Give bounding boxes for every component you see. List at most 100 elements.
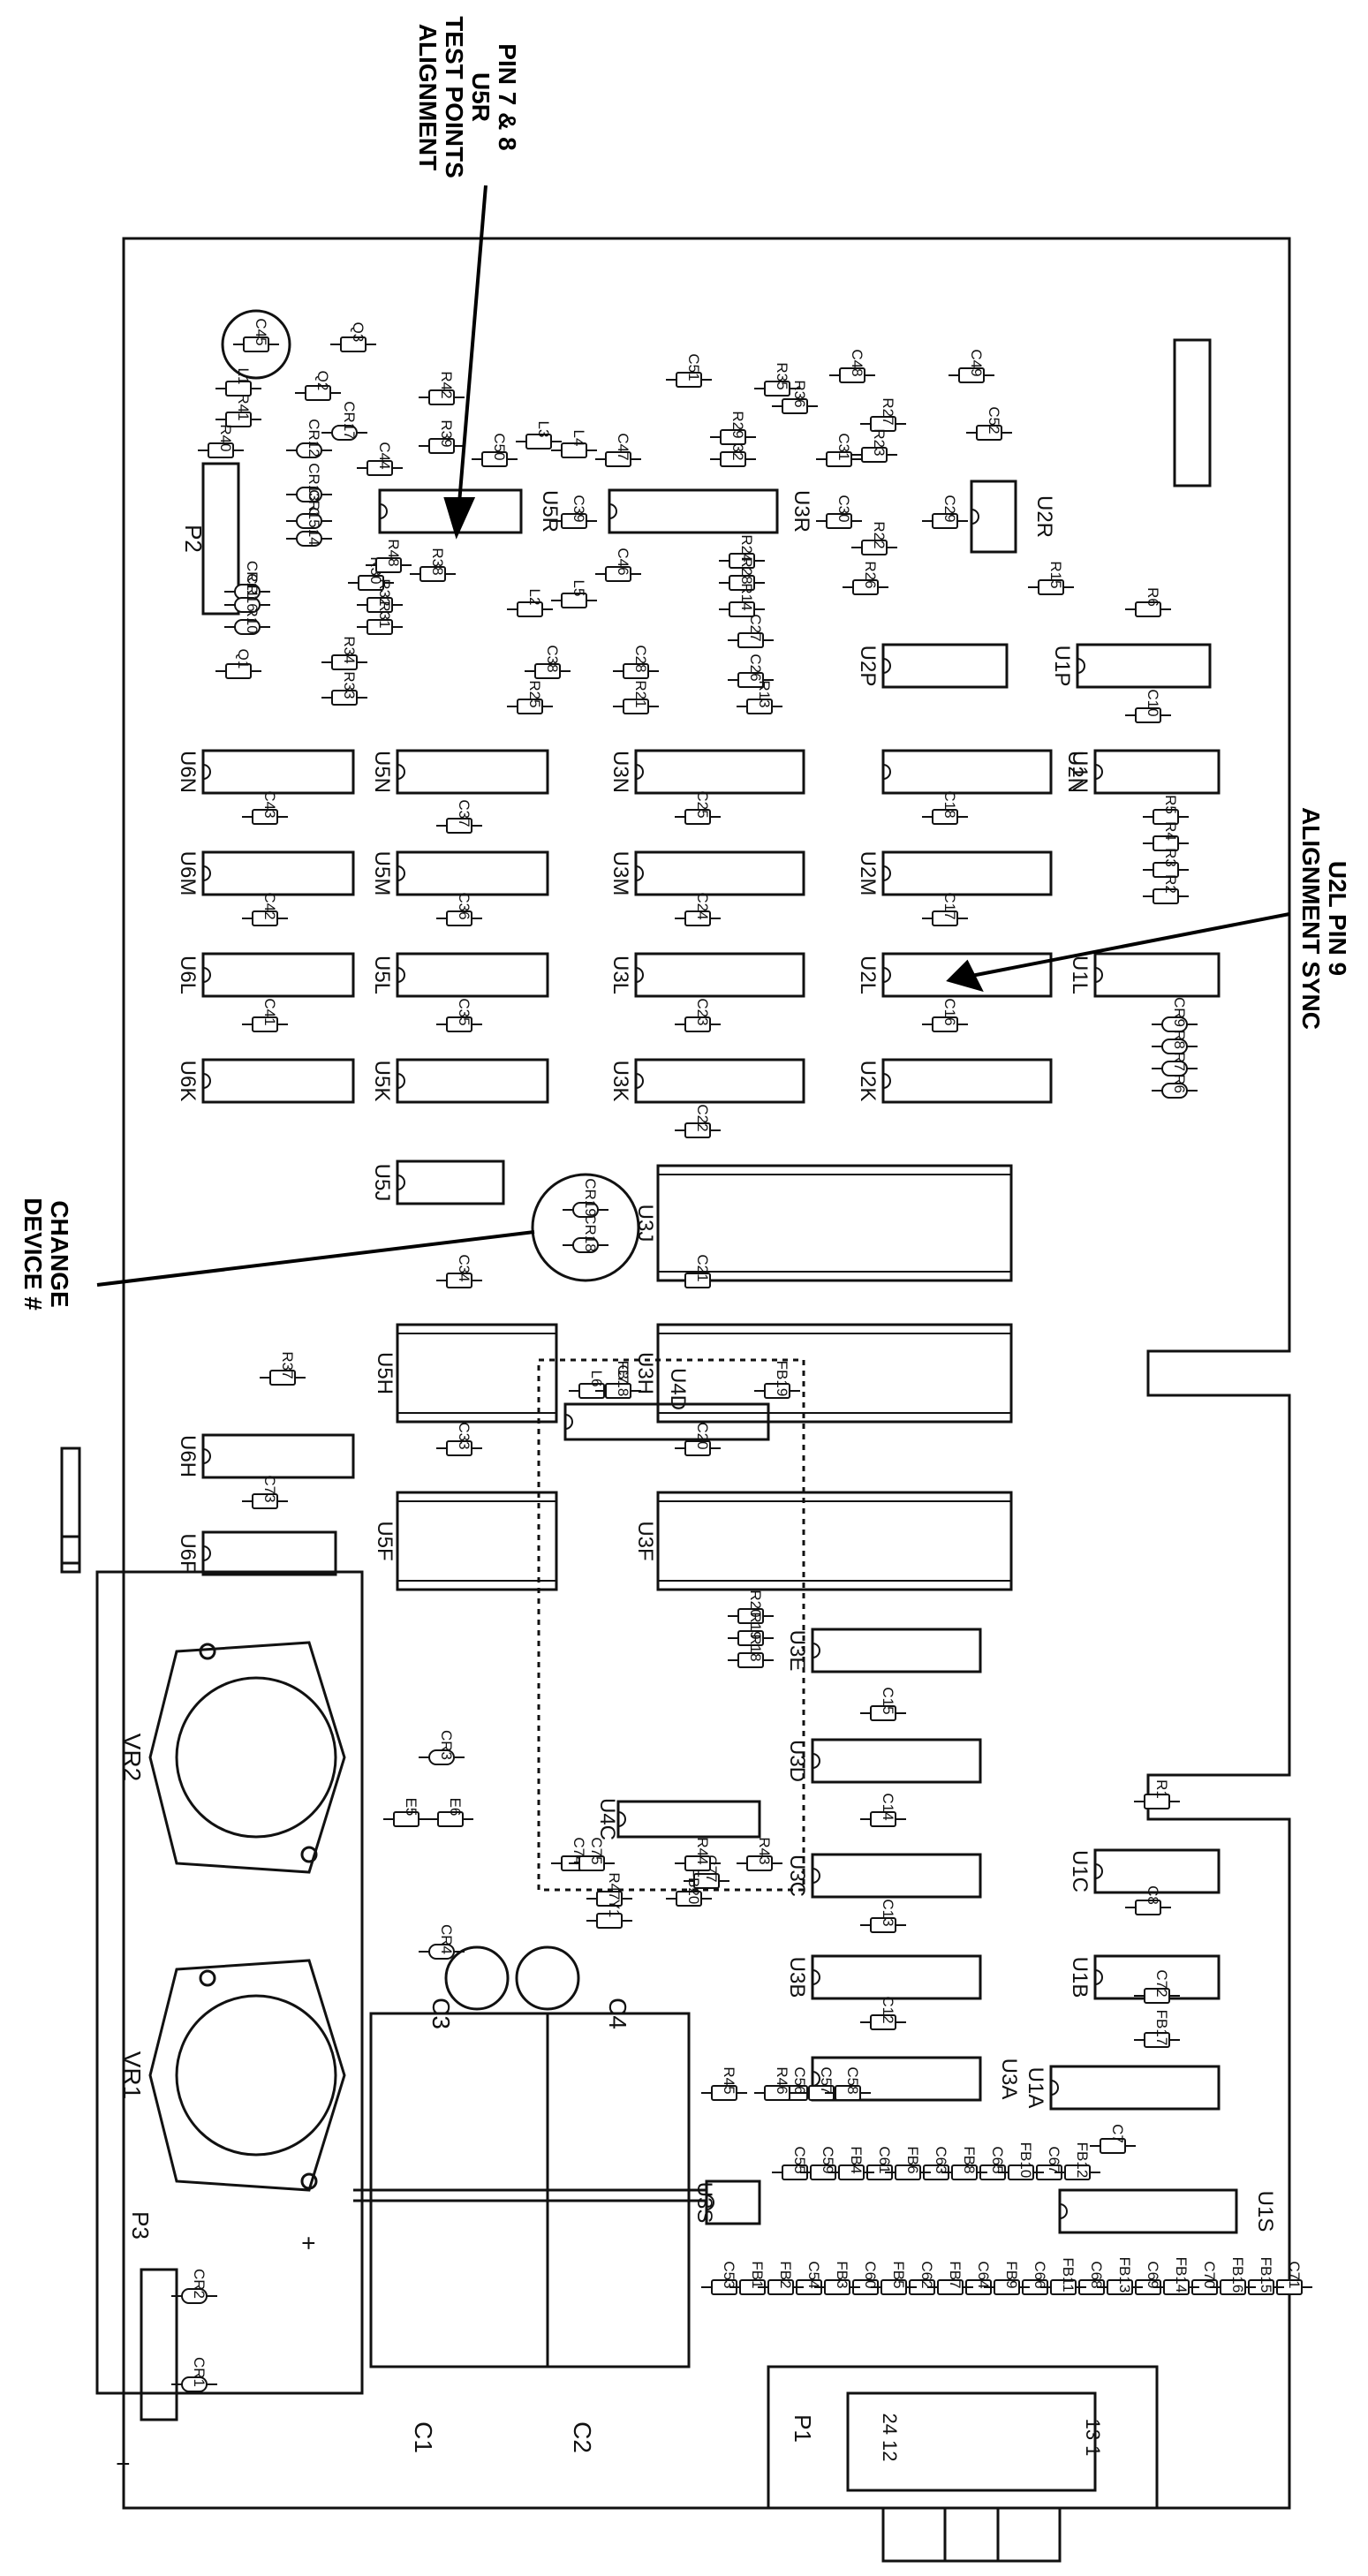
part-label: C26 [747,653,764,681]
part-label: C16 [941,998,958,1025]
part-label: C43 [261,790,278,818]
ic-u2r: U2R [970,480,1056,554]
part-r39: R39 [419,419,465,454]
part-c29: C29 [922,495,968,529]
part-label: R38 [429,548,446,575]
part-r36: R36 [772,380,818,414]
part-label: L1 [235,368,252,385]
part-c53: C53 [701,2261,747,2295]
part-label: C25 [694,790,711,818]
part-label: R35 [774,362,790,389]
callout-alignment-sync-line: ALIGNMENT SYNC [1297,807,1325,1030]
part-l3: L3 [516,421,562,449]
ic-label: U1S [1253,2191,1277,2232]
part-label: C53 [721,2261,737,2288]
part-c8: C8 [1125,1885,1171,1915]
board-label-vr2: VR2 [118,1734,146,1781]
part-label: FB13 [1116,2257,1133,2293]
part-l1: L1 [215,368,261,397]
part-fb7: FB7 [927,2261,973,2295]
part-label: FB3 [834,2261,850,2288]
ic-label: U1N [1068,751,1092,793]
ic-u3k: U3K [608,1058,805,1104]
part-c36: C36 [436,892,482,926]
ic-u3b: U3B [785,1954,982,2000]
part-label: R4 [1162,821,1179,841]
part-q2: Q2 [295,371,341,401]
part-c44: C44 [357,442,403,476]
part-label: Q1 [235,649,252,669]
ic-label: U1A [1024,2067,1047,2109]
part-label: L5 [571,580,587,597]
part-c18: C18 [922,790,968,825]
part-cr15: CR15 [286,489,332,529]
part-label: FB1 [749,2261,766,2288]
part-label: C10 [1145,689,1161,716]
ic-u4c: U4C [595,1798,761,1840]
part-label: FB20 [685,1869,702,1905]
part-label: C64 [975,2261,992,2288]
callout-device-change-line: DEVICE # [19,1197,47,1311]
ic-label: U5R [538,490,562,533]
ic-label: U6N [176,751,200,793]
ic-label: U3K [608,1061,632,1102]
part-label: C38 [544,645,561,672]
part-fb16: FB16 [1210,2257,1256,2295]
part-c10: C10 [1125,689,1171,723]
part-label: R36 [791,380,808,407]
part-c20: C20 [675,1422,721,1456]
ic-label: U1P [1050,646,1074,687]
part-label: R22 [871,521,888,548]
ic-u6n: U6N [176,749,355,795]
part-label: R23 [871,428,888,456]
ic-u5l: U5L [370,952,549,998]
part-c71: C71 [1266,2261,1312,2295]
part-c14: C14 [860,1793,906,1827]
ic-u2k: U2K [856,1058,1053,1104]
ic-label: U6K [176,1061,200,1102]
part-label: C63 [933,2146,949,2173]
part-label: R31 [376,601,393,628]
part-r21: R21 [613,680,659,714]
part-label: R1 [1153,1779,1170,1799]
ic-u1n: U1N [1068,749,1221,795]
part-label: C58 [844,2066,861,2094]
part-fb1: FB1 [729,2261,775,2295]
part-c16: C16 [922,998,968,1032]
part-label: R28 [738,556,755,584]
part-label: CR17 [341,401,358,439]
ic-u6f: U6F [176,1530,337,1576]
part-label: R13 [756,680,773,707]
part-label: CR1 [191,2357,208,2387]
part-label: C12 [880,1996,896,2023]
vr2-regulator [148,1641,346,1874]
part-label: R3 [1162,848,1179,867]
part-label: C33 [456,1422,472,1449]
ic-label: U3H [633,1352,657,1394]
part-c46: C46 [595,548,641,582]
part-label: FB12 [1074,2142,1091,2179]
part-r4: R4 [1143,821,1189,851]
part-r22: R22 [851,521,897,555]
part-label: L4 [571,430,587,447]
part-r20: R20 [728,1590,774,1624]
part-label: R2 [1162,874,1179,894]
part-label: R26 [862,561,879,588]
part-label: C17 [941,892,958,919]
part-label: C73 [261,1475,278,1502]
part-label: R39 [438,419,455,447]
part-label: C44 [376,442,393,469]
part-label: C69 [1145,2261,1161,2288]
ic-label: U2M [856,851,880,896]
ic-label: U3R [790,490,813,533]
part-r3: R3 [1143,848,1189,878]
part-r27: R27 [860,397,906,432]
part-label: R47 [606,1872,623,1900]
part-label: Q3 [350,322,367,343]
part-c35: C35 [436,998,482,1032]
ic-label: U5F [373,1521,397,1560]
ic-label: U5N [370,751,394,793]
part-label: R14 [738,583,755,610]
part-label: C60 [862,2261,879,2288]
